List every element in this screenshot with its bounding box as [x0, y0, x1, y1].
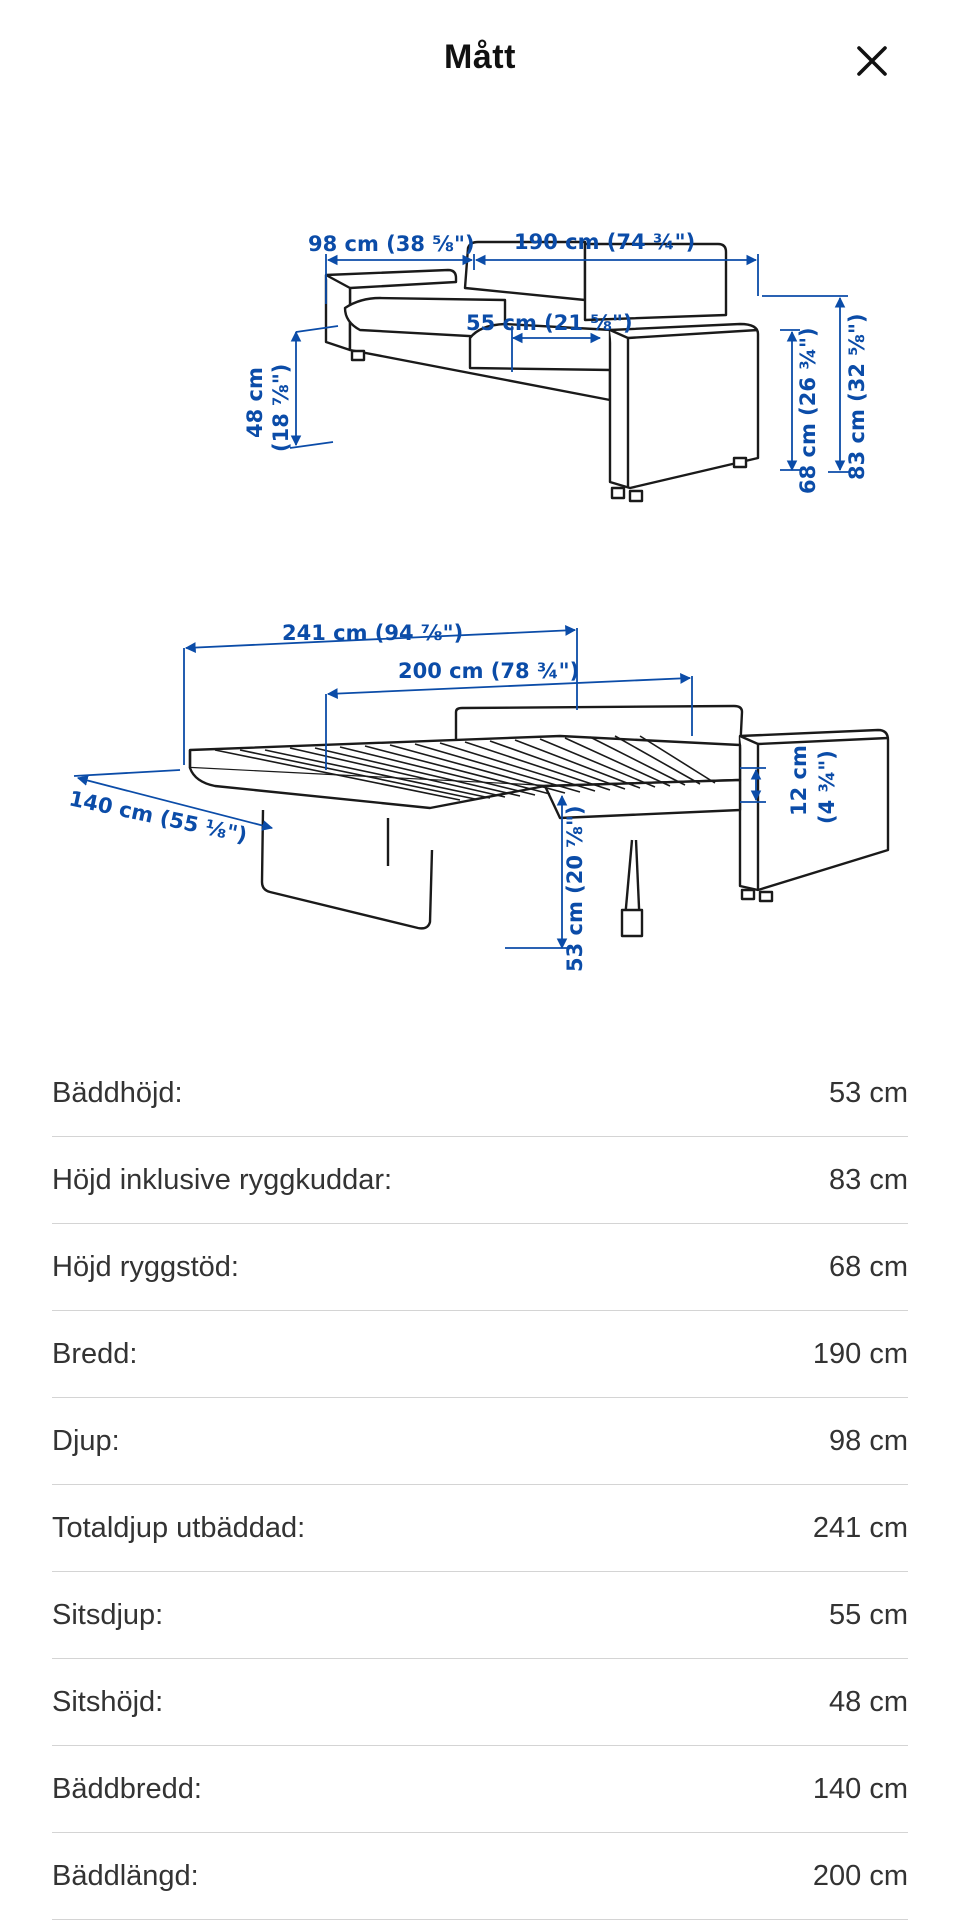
spec-row: Djup: 98 cm	[52, 1398, 908, 1485]
spec-value: 68 cm	[829, 1250, 908, 1283]
dim-bed-height: 53 cm (20 ⅞")	[563, 805, 587, 972]
spec-label: Sitsdjup:	[52, 1598, 164, 1631]
sheet-header: Mått	[0, 0, 960, 120]
dim-depth: 98 cm (38 ⅝")	[308, 232, 475, 256]
spec-row: Höjd ryggstöd: 68 cm	[52, 1224, 908, 1311]
spec-label: Djup:	[52, 1424, 120, 1457]
dim-back-height: 68 cm (26 ¾")	[796, 327, 820, 494]
dim-width: 190 cm (74 ¾")	[514, 230, 695, 254]
dim-total-depth: 241 cm (94 ⅞")	[282, 621, 463, 645]
spec-label: Bäddhöjd:	[52, 1076, 183, 1109]
dim-seat-height-in: (18 ⅞")	[269, 364, 293, 452]
dim-seat-height: 48 cm	[243, 367, 267, 438]
spec-label: Bäddlängd:	[52, 1859, 199, 1892]
dim-mattress: 12 cm	[787, 745, 811, 816]
spec-label: Sitshöjd:	[52, 1685, 164, 1718]
spec-label: Höjd ryggstöd:	[52, 1250, 239, 1283]
spec-row: Sitsdjup: 55 cm	[52, 1572, 908, 1659]
spec-value: 200 cm	[812, 1859, 908, 1892]
spec-label: Bäddbredd:	[52, 1772, 202, 1805]
dim-mattress-in: (4 ¾")	[815, 750, 839, 824]
spec-row: Totaldjup utbäddad: 241 cm	[52, 1485, 908, 1572]
spec-label: Höjd inklusive ryggkuddar:	[52, 1163, 393, 1196]
dim-bed-width: 140 cm (55 ⅛")	[67, 786, 249, 847]
spec-value: 83 cm	[829, 1163, 908, 1196]
close-button[interactable]	[851, 40, 893, 82]
dim-bed-length: 200 cm (78 ¾")	[398, 659, 579, 683]
spec-row: Höjd inklusive ryggkuddar: 83 cm	[52, 1137, 908, 1224]
spec-row: Bäddhöjd: 53 cm	[52, 1050, 908, 1137]
spec-row: Bäddlängd: 200 cm	[52, 1833, 908, 1920]
dim-total-height: 83 cm (32 ⅝")	[845, 313, 869, 480]
sofa-bed-diagram: 241 cm (94 ⅞") 200 cm (78 ¾") 140 cm (55…	[67, 621, 890, 972]
dim-seat-depth: 55 cm (21 ⅝")	[466, 311, 633, 335]
spec-value: 140 cm	[812, 1772, 908, 1805]
spec-row: Bredd: 190 cm	[52, 1311, 908, 1398]
spec-label: Bredd:	[52, 1337, 138, 1370]
page-title: Mått	[444, 38, 516, 76]
spec-value: 55 cm	[829, 1598, 908, 1631]
spec-value: 48 cm	[829, 1685, 908, 1718]
sofa-dimensions-diagram: 98 cm (38 ⅝") 190 cm (74 ¾") 55 cm (21 ⅝…	[243, 230, 869, 503]
spec-row: Bäddbredd: 140 cm	[52, 1746, 908, 1833]
spec-value: 98 cm	[829, 1424, 908, 1457]
spec-row: Sitshöjd: 48 cm	[52, 1659, 908, 1746]
specification-list: Bäddhöjd: 53 cm Höjd inklusive ryggkudda…	[52, 1050, 908, 1920]
spec-value: 53 cm	[829, 1076, 908, 1109]
close-icon	[857, 46, 887, 76]
spec-value: 241 cm	[812, 1511, 908, 1544]
spec-value: 190 cm	[812, 1337, 908, 1370]
spec-label: Totaldjup utbäddad:	[52, 1511, 306, 1544]
